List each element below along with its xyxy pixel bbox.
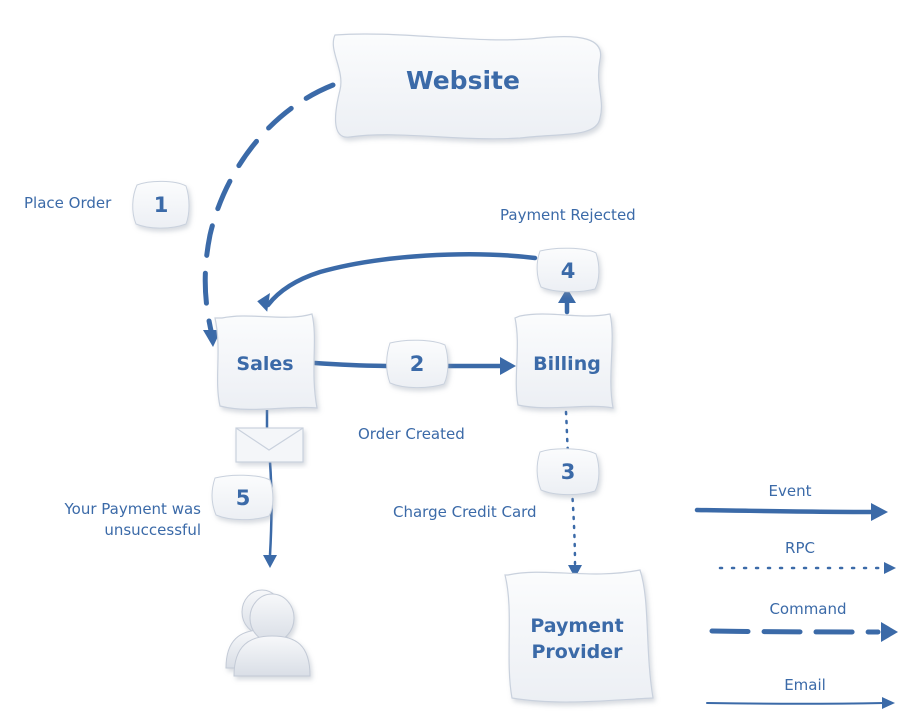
website-title: Website: [406, 66, 520, 95]
step-number-1: 1: [154, 193, 169, 217]
billing-to-rejected-arrowhead: [558, 288, 576, 303]
charge-card-arrowhead: [568, 565, 582, 578]
step-number-2: 2: [410, 352, 425, 376]
legend-command-label: Command: [769, 600, 846, 618]
step-number-5: 5: [236, 486, 251, 510]
your-payment-label-line1: Your Payment was: [63, 500, 201, 518]
payment-rejected-arrowhead: [257, 292, 270, 312]
legend-event-label: Event: [769, 482, 812, 500]
user-group-icon: [225, 589, 311, 677]
website-node: [332, 33, 603, 140]
legend-command-arrowhead: [881, 622, 898, 642]
your-payment-label-line2: unsuccessful: [104, 521, 201, 539]
payment-provider-title-line1: Payment: [530, 615, 623, 637]
payment-rejected-event-arrow: [265, 252, 538, 308]
sales-node: [214, 313, 318, 410]
step-number-3: 3: [561, 460, 576, 484]
place-order-label: Place Order: [24, 194, 112, 212]
legend-email-label: Email: [784, 676, 826, 694]
charge-card-rpc-arrow: [564, 410, 570, 454]
legend-rpc-label: RPC: [785, 539, 815, 557]
place-order-command-arrow: [202, 82, 336, 338]
step-badge-5: [211, 474, 274, 521]
legend-email-line: [706, 702, 885, 705]
email-arrowhead: [263, 555, 277, 568]
legend-rpc-arrowhead: [884, 562, 896, 574]
legend-event-arrowhead: [871, 503, 888, 521]
place-order-arrowhead: [203, 330, 221, 347]
billing-node: [514, 313, 614, 409]
step-badge-1: [132, 180, 190, 229]
order-created-arrowhead: [500, 357, 516, 375]
sales-title: Sales: [236, 353, 293, 375]
charge-card-rpc-arrow-2: [570, 488, 577, 567]
step-badge-2: [386, 339, 449, 389]
order-created-label: Order Created: [358, 425, 465, 443]
legend-email-arrowhead: [882, 697, 895, 709]
billing-title: Billing: [533, 353, 601, 375]
legend-event-line: [694, 507, 878, 515]
envelope-icon: [235, 427, 304, 463]
step-badge-4: [536, 247, 600, 293]
legend: Event RPC Command Email: [694, 482, 898, 709]
charge-credit-card-label: Charge Credit Card: [393, 503, 537, 521]
payment-rejected-label: Payment Rejected: [500, 206, 636, 224]
payment-provider-title-line2: Provider: [531, 641, 623, 663]
step-badge-3: [536, 448, 600, 496]
step-number-4: 4: [561, 259, 576, 283]
order-created-event-arrow: [312, 360, 395, 369]
legend-command-line: [709, 628, 881, 635]
payment-provider-node: [504, 569, 654, 703]
